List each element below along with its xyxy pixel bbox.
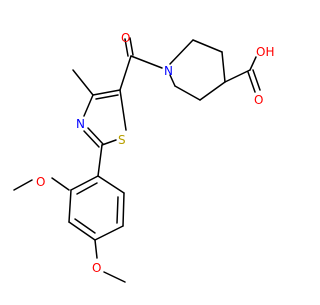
bond-pip-c4-c5 [199,81,226,101]
bond-pip-c4-cooh [224,69,251,83]
bond-ph-inner-2 [74,218,96,234]
atom-label-methoxy-oxygen-1: O [36,175,45,189]
atom-label-amide-nitrogen: N [164,64,173,78]
bond-ph-5-6 [122,192,125,227]
bond-cooh-oh [249,56,257,71]
bond-thz-c5-c4-a [92,89,121,96]
atom-labels: O N OH O N S O O [36,31,274,275]
bond-cooh-double-a [247,71,256,93]
bond-carbonyl-double-a [124,38,129,57]
atom-label-acid-oh: OH [256,45,274,59]
bond-thz-phenyl [97,144,103,177]
bond-ph-inner-1 [76,182,98,195]
atom-label-thiazole-sulfur: S [118,133,126,147]
bond-pip-c2-c3 [192,39,223,53]
bond-thz-n-c2-b [83,130,100,148]
bond-thz-c2-s [101,139,117,146]
bond-cooh-double-b [252,69,261,91]
bond-carbonyl-n [130,55,163,69]
bond-ph-o2 [94,239,98,259]
bond-pip-c6-n [169,74,176,87]
bond-carbonyl-thiazole [119,55,132,91]
bond-pip-c3-c4 [221,51,226,83]
molecule-structure: O N OH O N S O O [13,31,274,283]
bond-ph-1-2 [70,175,99,191]
bond-ph-6-1 [97,175,125,194]
atom-label-acid-oxygen: O [254,93,263,107]
bond-thz-s-c5 [119,89,127,131]
atom-label-carbonyl-oxygen: O [121,31,130,45]
bond-thz-methyl [72,69,94,96]
atom-label-thiazole-nitrogen: N [76,117,85,131]
bond-o2-ch3 [103,271,126,283]
bond-ph-o1 [51,177,70,191]
bond-ph-4-5 [94,225,124,241]
bond-thz-c5-c4-b [95,94,119,100]
bond-thz-n-c2-a [87,127,104,145]
bonds [13,37,261,283]
bond-pip-n-c2 [169,39,194,65]
bond-o1-ch3 [13,179,33,191]
bond-ph-2-3 [68,189,72,223]
bond-thz-c4-n [83,94,94,117]
molecule-structure-canvas: O N OH O N S O O [13,31,274,283]
bond-ph-3-4 [68,221,96,241]
bond-ph-inner-3 [116,196,119,224]
bond-pip-c5-c6 [174,85,201,101]
atom-label-methoxy-oxygen-2: O [92,261,101,275]
bond-carbonyl-double-b [129,37,134,56]
